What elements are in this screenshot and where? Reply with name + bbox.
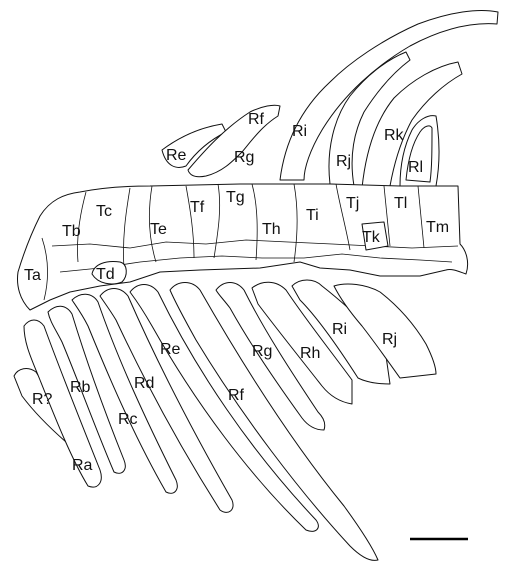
label-upper-re: Re (166, 147, 187, 164)
label-tf: Tf (190, 199, 205, 216)
label-tb: Tb (62, 223, 81, 240)
label-upper-rf: Rf (248, 111, 265, 128)
label-upper-rl: Rl (408, 159, 423, 176)
label-tj: Tj (346, 195, 359, 212)
label-re: Re (160, 341, 181, 358)
label-upper-rj: Rj (336, 153, 351, 170)
label-tl: Tl (394, 195, 407, 212)
label-rg: Rg (252, 343, 272, 360)
label-te: Te (150, 221, 167, 238)
label-th: Th (262, 221, 281, 238)
label-upper-rg: Rg (234, 149, 254, 166)
lower-rib-group (14, 280, 436, 560)
label-rc: Rc (118, 411, 138, 428)
label-ti: Ti (306, 207, 319, 224)
label-tk: Tk (362, 229, 381, 246)
label-r-question: R? (32, 391, 53, 408)
label-tg: Tg (226, 189, 245, 206)
label-ri: Ri (332, 321, 347, 338)
label-rd: Rd (134, 375, 154, 392)
upper-rib-group (162, 11, 498, 194)
label-tm: Tm (426, 219, 449, 236)
label-ta: Ta (24, 267, 41, 284)
label-tc: Tc (96, 203, 112, 220)
label-rh: Rh (300, 345, 320, 362)
label-rj: Rj (382, 331, 397, 348)
label-td: Td (96, 266, 115, 283)
label-upper-rk: Rk (384, 127, 405, 144)
label-upper-ri: Ri (292, 123, 307, 140)
label-rb: Rb (70, 379, 91, 396)
label-rf: Rf (228, 387, 245, 404)
label-ra: Ra (72, 457, 93, 474)
